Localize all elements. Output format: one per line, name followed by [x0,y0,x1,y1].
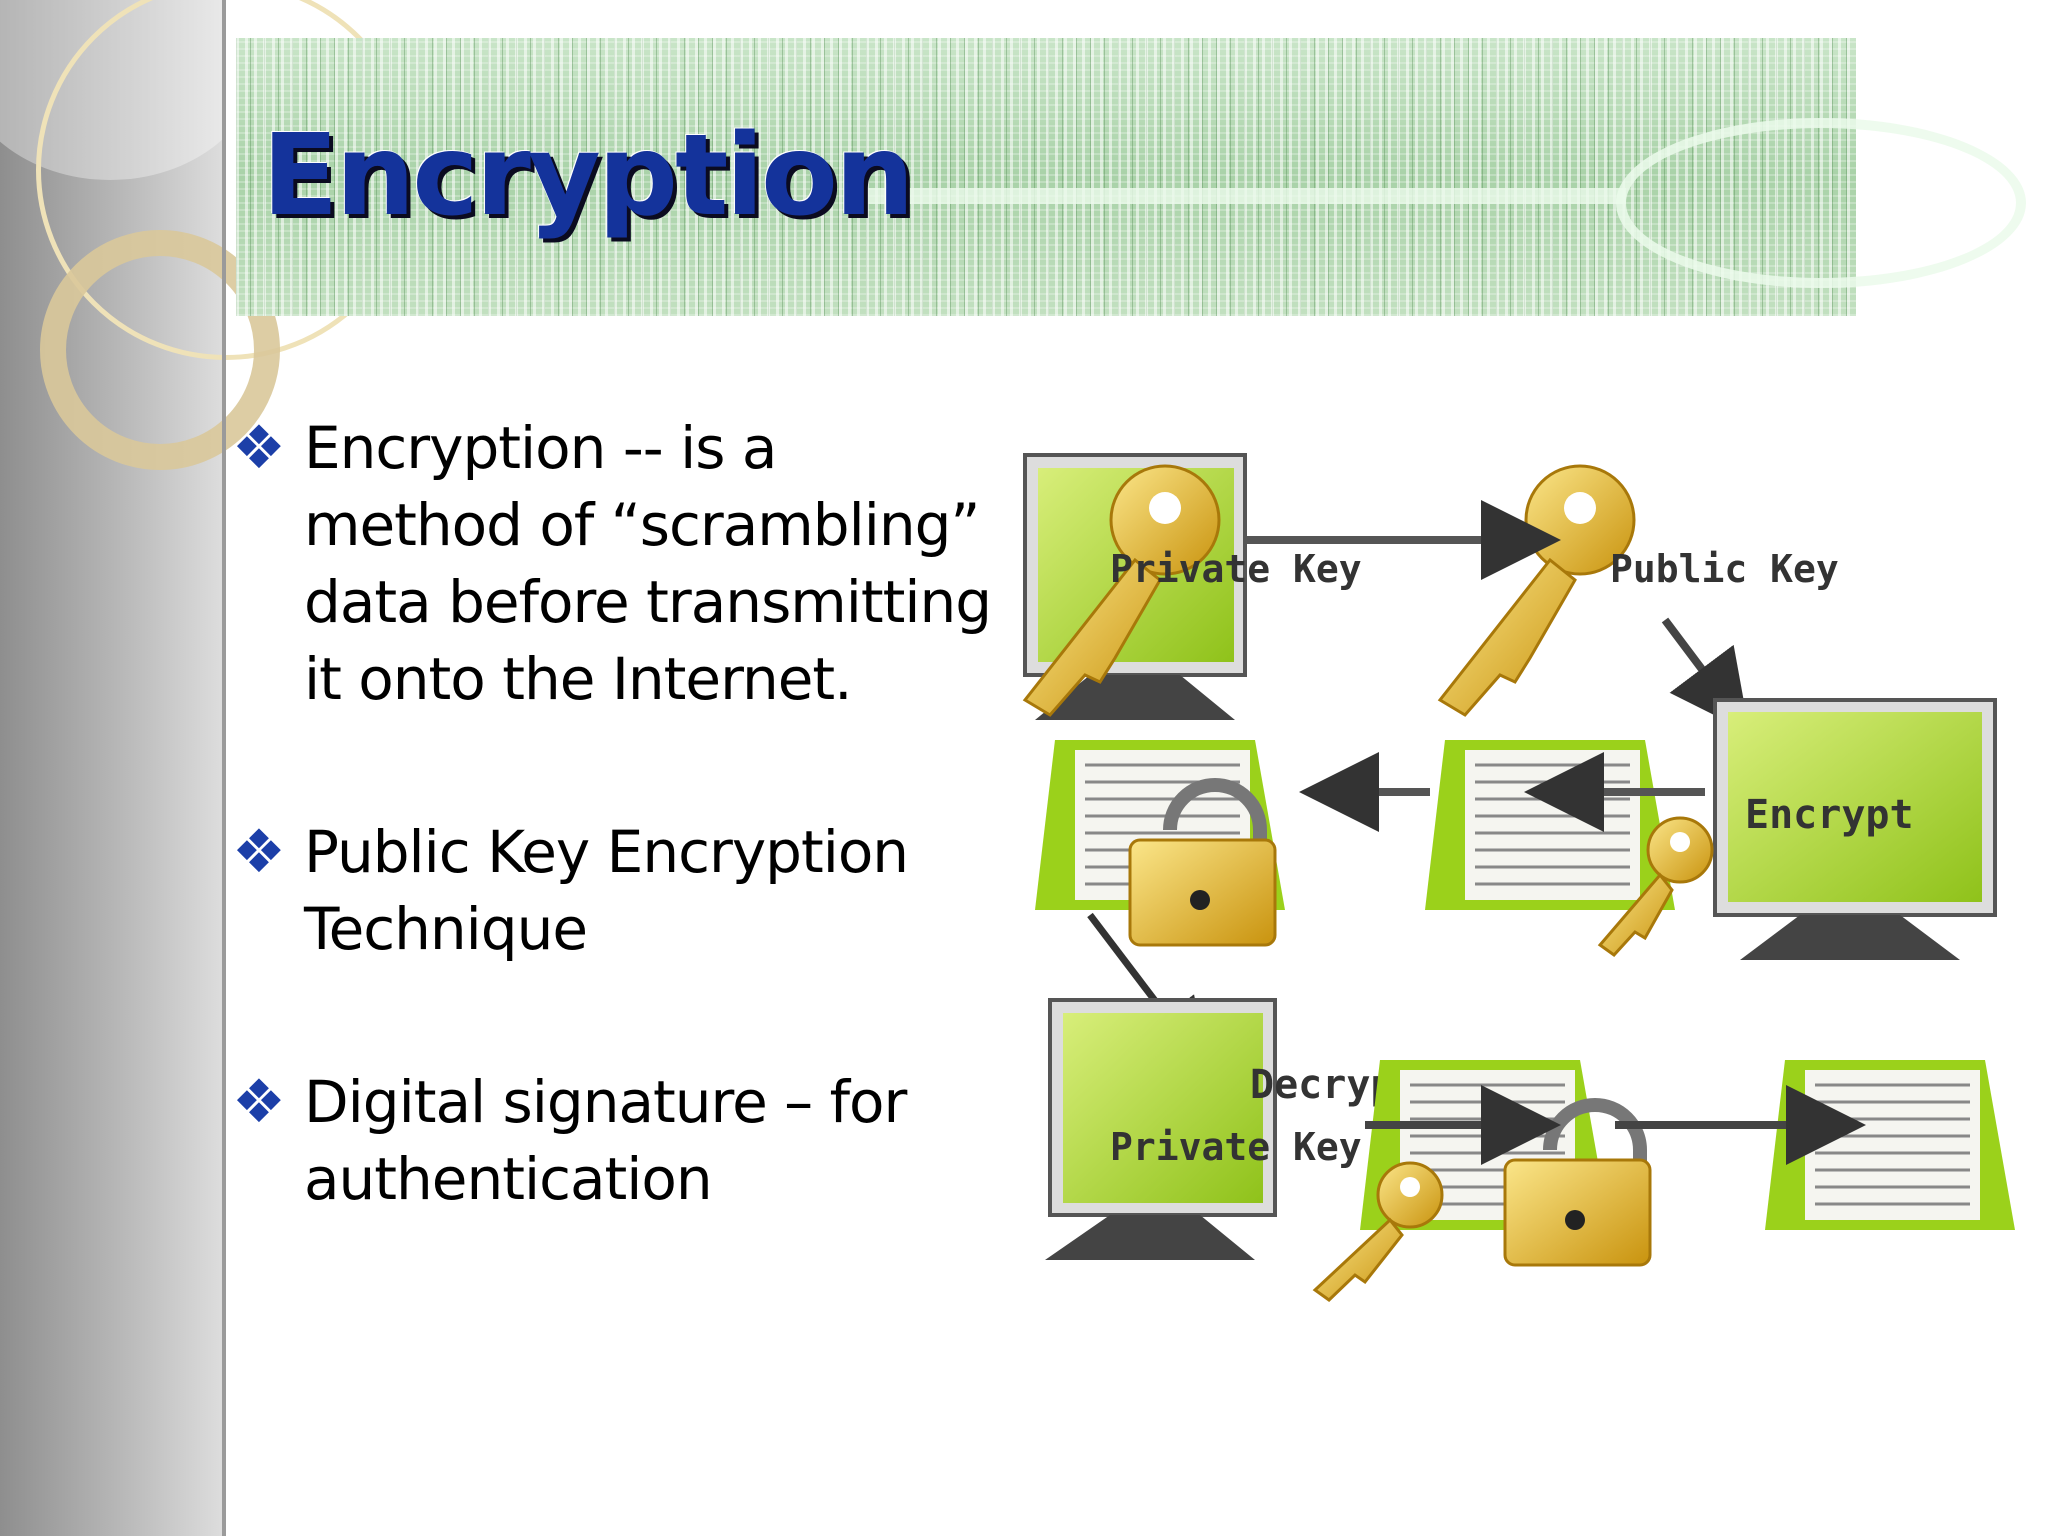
key-icon [1312,1161,1444,1302]
slide-title: Encryption [262,111,915,241]
bullet-text: Encryption -- is a method of “scrambling… [304,414,992,713]
bullet-item: ❖ Digital signature – for authentication [232,1064,992,1218]
key-stem-graphic [856,188,1626,204]
public-key-label: Public Key [1610,547,1839,591]
monitor-icon [1045,998,1277,1260]
four-diamond-bullet-icon: ❖ [232,817,286,887]
encryption-diagram: Private Key Public Key Encrypt [1000,420,2030,1320]
public-key-icon [1437,464,1636,717]
slide-sidebar-decoration [0,0,416,1536]
padlock-icon [1128,778,1277,947]
private-key-label: Private Key [1110,547,1362,591]
key-icon [1597,816,1714,957]
bullet-list: ❖ Encryption -- is a method of “scrambli… [232,410,992,1218]
key-bow-graphic [1616,118,2026,288]
bullet-item: ❖ Encryption -- is a method of “scrambli… [232,410,992,718]
four-diamond-bullet-icon: ❖ [232,413,286,483]
private-key-icon [1022,464,1221,717]
document-icon [1425,740,1675,910]
encrypt-label: Encrypt [1745,792,1914,838]
bullet-text: Digital signature – for authentication [304,1068,907,1213]
binary-key-banner [236,38,2026,316]
document-icon [1765,1060,2015,1230]
bullet-text: Public Key Encryption Technique [304,818,909,963]
private-key-label: Private Key [1110,1125,1362,1169]
four-diamond-bullet-icon: ❖ [232,1067,286,1137]
monitor-icon [1713,698,1997,960]
bullet-item: ❖ Public Key Encryption Technique [232,814,992,968]
